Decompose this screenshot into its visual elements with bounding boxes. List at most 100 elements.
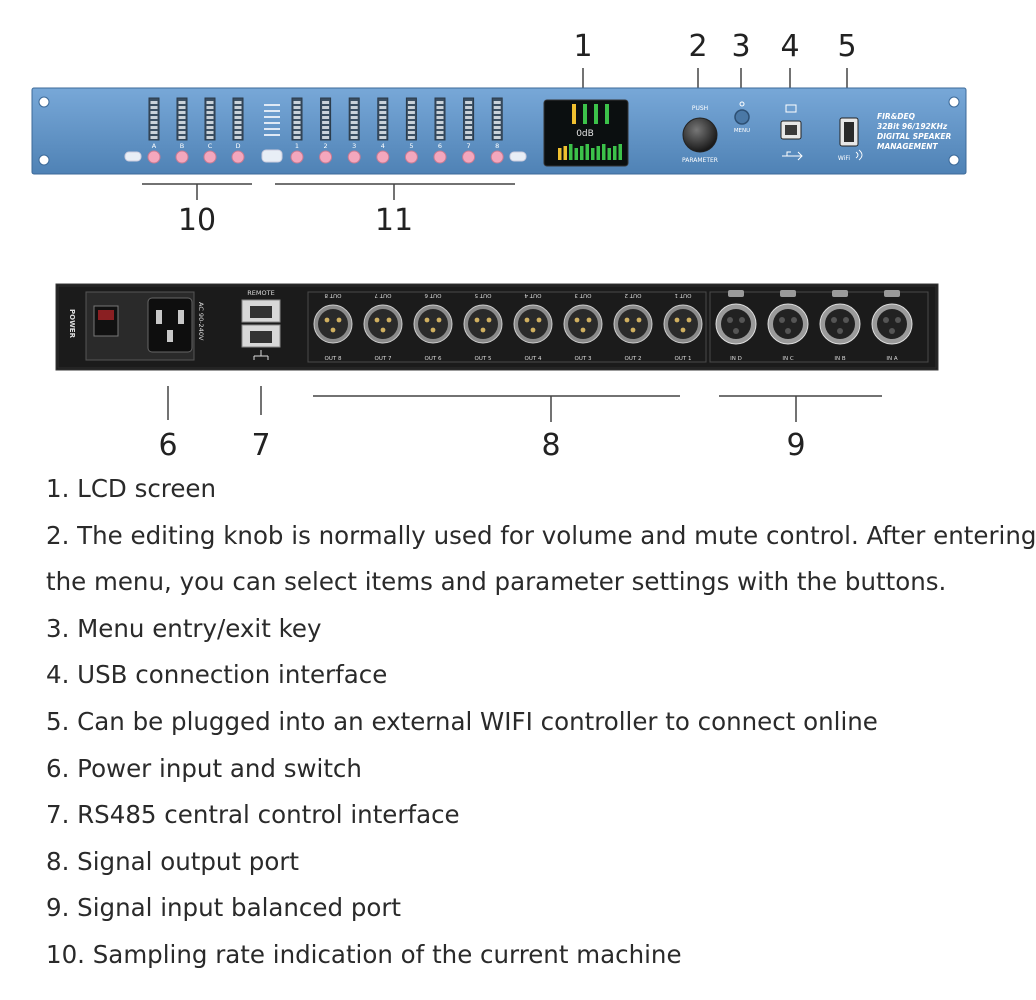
power-label: POWER — [68, 309, 76, 339]
lcd-output-bar — [585, 144, 589, 160]
rack-hole — [948, 154, 960, 166]
parameter-knob[interactable] — [682, 117, 718, 153]
xlr-output-8[interactable] — [313, 304, 353, 344]
xlr-input-in-d[interactable] — [715, 290, 757, 345]
xlr-output-7[interactable] — [363, 304, 403, 344]
channel-label-output-6: 6 — [438, 142, 442, 150]
channel-button-output-1[interactable] — [290, 150, 304, 164]
xlr-output-2[interactable] — [613, 304, 653, 344]
level-meter-output-6 — [434, 97, 446, 141]
channel-button-output-2[interactable] — [319, 150, 333, 164]
channel-label-input-C: C — [208, 142, 213, 150]
level-meter-input-C — [204, 97, 216, 141]
knob-label-bottom: PARAMETER — [682, 157, 718, 164]
channel-button-input-D[interactable] — [231, 150, 245, 164]
output-label-bottom: OUT 5 — [475, 356, 492, 362]
network-icon — [253, 350, 269, 360]
xlr-input-in-c[interactable] — [767, 290, 809, 345]
left-small-button[interactable] — [124, 151, 142, 162]
callout-4: 4 — [780, 29, 800, 64]
channel-label-output-2: 2 — [324, 142, 328, 150]
level-meter-input-B — [176, 97, 188, 141]
channel-button-input-B[interactable] — [175, 150, 189, 164]
level-meter-input-A — [148, 97, 160, 141]
lcd-output-bar — [558, 148, 562, 160]
input-label: IN A — [886, 356, 897, 362]
channel-button-output-4[interactable] — [376, 150, 390, 164]
xlr-output-1[interactable] — [663, 304, 703, 344]
level-meter-output-2 — [320, 97, 332, 141]
xlr-output-3[interactable] — [563, 304, 603, 344]
menu-label: MENU — [734, 128, 750, 134]
legend-item-7: 7. RS485 central control interface — [46, 800, 460, 830]
callout-2: 2 — [688, 29, 708, 64]
menu-button[interactable] — [734, 109, 750, 125]
channel-label-output-4: 4 — [381, 142, 385, 150]
level-meter-output-1 — [291, 97, 303, 141]
callout-10: 10 — [177, 203, 217, 238]
usb-icon — [782, 151, 803, 161]
brand-line-2: 32Bit 96/192KHz — [877, 122, 948, 131]
legend-item-1: 1. LCD screen — [46, 474, 217, 503]
lcd-output-bar — [569, 144, 573, 160]
lcd-output-bar — [602, 144, 606, 160]
channel-label-output-3: 3 — [352, 142, 356, 150]
legend-item-5: 5. Can be plugged into an external WIFI … — [46, 706, 878, 736]
channel-label-input-A: A — [152, 142, 157, 150]
xlr-input-in-a[interactable] — [871, 290, 913, 345]
channel-button-output-5[interactable] — [404, 150, 418, 164]
output-label-bottom: OUT 4 — [525, 356, 542, 362]
channel-button-output-3[interactable] — [347, 150, 361, 164]
brand-line-1: FIR&DEQ — [877, 112, 916, 121]
callout-lines — [142, 68, 882, 422]
channel-button-input-A[interactable] — [147, 150, 161, 164]
output-label-top: OUT 2 — [625, 292, 642, 298]
input-label: IN D — [730, 356, 742, 362]
channel-label-output-5: 5 — [409, 142, 413, 150]
channel-button-input-C[interactable] — [203, 150, 217, 164]
lcd-output-bar — [596, 146, 600, 160]
computer-icon — [785, 104, 797, 113]
rack-hole — [38, 154, 50, 166]
callout-6: 6 — [158, 428, 178, 463]
brand-line-3: DIGITAL SPEAKER — [877, 132, 951, 141]
input-label: IN C — [782, 356, 793, 362]
legend-item-2-cont: the menu, you can select items and param… — [46, 567, 947, 597]
xlr-output-6[interactable] — [413, 304, 453, 344]
ac-voltage-label: AC 90-240V — [197, 302, 205, 341]
remote-label: REMOTE — [247, 289, 274, 297]
callout-11: 11 — [374, 203, 414, 238]
lcd-output-bar — [591, 148, 595, 160]
wifi-icon — [855, 149, 863, 161]
right-small-button[interactable] — [509, 151, 527, 162]
channel-button-output-7[interactable] — [462, 150, 476, 164]
lcd-input-bar — [605, 104, 609, 124]
channel-label-input-B: B — [180, 142, 184, 150]
level-meter-output-3 — [348, 97, 360, 141]
lcd-input-bar — [583, 104, 587, 124]
legend-item-2: 2. The editing knob is normally used for… — [46, 520, 1036, 550]
shift-select-button[interactable] — [261, 149, 283, 163]
lcd-output-bar — [574, 148, 578, 160]
legend-list: 1. LCD screen 2. The editing knob is nor… — [46, 466, 1036, 979]
output-label-bottom: OUT 3 — [575, 356, 592, 362]
channel-button-output-6[interactable] — [433, 150, 447, 164]
channel-button-output-8[interactable] — [490, 150, 504, 164]
xlr-output-5[interactable] — [463, 304, 503, 344]
iec-power-inlet[interactable] — [147, 297, 193, 353]
legend-item-3: 3. Menu entry/exit key — [46, 613, 322, 643]
xlr-output-4[interactable] — [513, 304, 553, 344]
legend-item-10: 10. Sampling rate indication of the curr… — [46, 939, 682, 969]
callout-8: 8 — [541, 428, 561, 463]
output-label-top: OUT 7 — [374, 292, 391, 298]
lcd-output-bar — [618, 144, 622, 160]
output-label-top: OUT 5 — [474, 292, 491, 298]
channel-label-output-7: 7 — [467, 142, 471, 150]
lcd-input-bar — [572, 104, 576, 124]
level-meter-output-4 — [377, 97, 389, 141]
brand-line-4: MANAGEMENT — [877, 142, 938, 151]
legend-item-9: 9. Signal input balanced port — [46, 893, 402, 923]
xlr-input-in-b[interactable] — [819, 290, 861, 345]
channel-label-output-1: 1 — [295, 142, 299, 150]
